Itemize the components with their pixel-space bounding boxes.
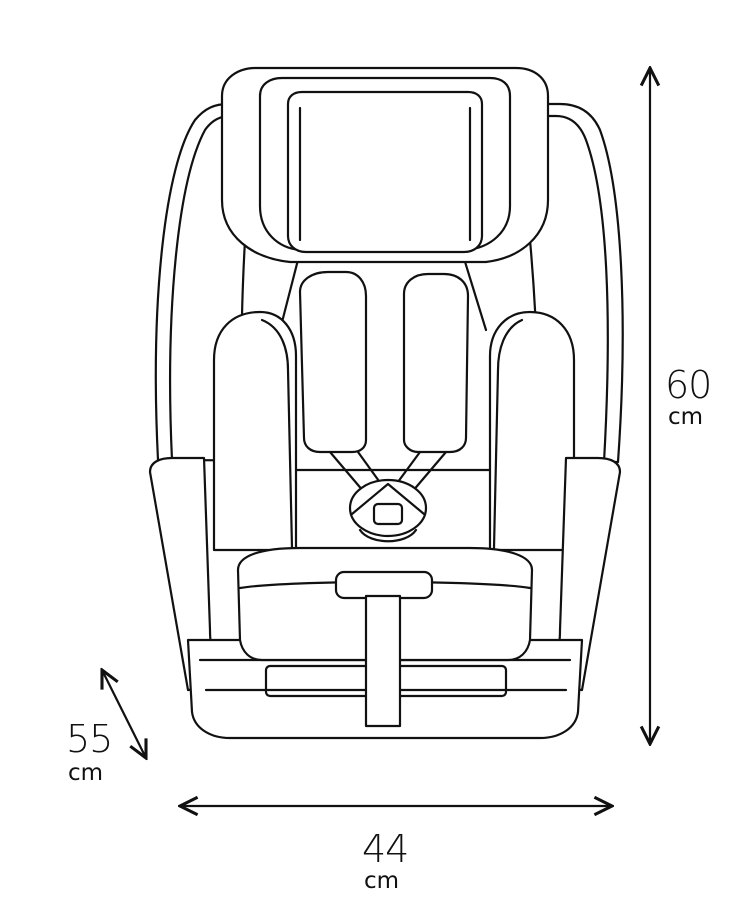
width-value: 44 — [362, 827, 409, 871]
harness-guide-right — [460, 250, 488, 332]
height-unit: cm — [668, 404, 704, 430]
headrest-pad — [286, 90, 484, 254]
width-unit: cm — [364, 868, 400, 894]
height-value: 60 — [665, 363, 712, 407]
shoulder-pad-right — [402, 272, 470, 454]
depth-dimension-arrow — [102, 670, 146, 758]
crotch-strap — [334, 570, 434, 728]
side-bolster-right — [488, 310, 576, 552]
depth-unit: cm — [68, 760, 104, 786]
harness-buckle — [348, 478, 428, 543]
harness-guide-left — [278, 250, 302, 332]
side-bolster-left — [212, 310, 298, 552]
depth-value: 55 — [66, 717, 113, 761]
headrest — [220, 66, 550, 264]
shoulder-pad-left — [298, 270, 368, 454]
